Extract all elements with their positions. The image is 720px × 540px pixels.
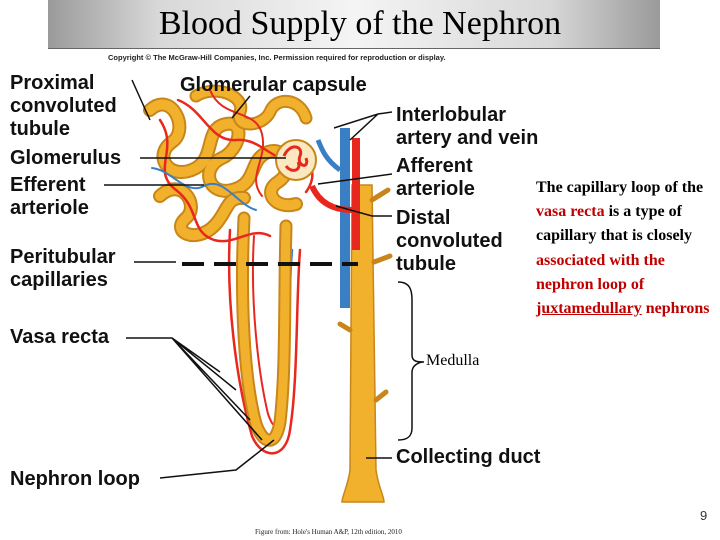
label-vasa-recta: Vasa recta: [10, 326, 109, 348]
page-number: 9: [700, 508, 708, 523]
peritubular-capillaries: [151, 89, 314, 243]
glomerulus-shape: [275, 139, 317, 181]
slide-title: Blood Supply of the Nephron: [158, 5, 562, 42]
label-distal-convoluted-tubule: Distal convoluted tubule: [396, 207, 503, 275]
highlight-associated: associated with the nephron loop of: [536, 251, 665, 293]
label-glomerular-capsule: Glomerular capsule: [180, 74, 367, 96]
highlight-vasa-recta: vasa recta: [536, 203, 605, 221]
label-proximal-convoluted-tubule: Proximal convoluted tubule: [10, 72, 117, 140]
nephron-loop-tubule: [236, 211, 293, 447]
label-collecting-duct: Collecting duct: [396, 446, 541, 468]
figure-caption: Figure from: Hole's Human A&P, 12th edit…: [255, 528, 402, 536]
label-nephron-loop: Nephron loop: [10, 468, 140, 490]
copyright-notice: Copyright © The McGraw-Hill Companies, I…: [108, 53, 446, 62]
highlight-nephrons: nephrons: [645, 300, 710, 318]
label-afferent-arteriole: Afferent arteriole: [396, 155, 475, 200]
highlight-juxtamedullary: juxtamedullary: [536, 300, 642, 318]
explanation-text: The capillary loop of the vasa recta is …: [536, 179, 710, 318]
leader-lines: [104, 79, 425, 479]
label-interlobular-artery-vein: Interlobular artery and vein: [396, 104, 539, 149]
label-glomerulus: Glomerulus: [10, 147, 122, 169]
label-efferent-arteriole: Efferent arteriole: [10, 174, 89, 219]
label-peritubular-capillaries: Peritubular capillaries: [10, 246, 116, 291]
title-bar: [48, 0, 660, 49]
label-medulla: Medulla: [426, 352, 480, 369]
